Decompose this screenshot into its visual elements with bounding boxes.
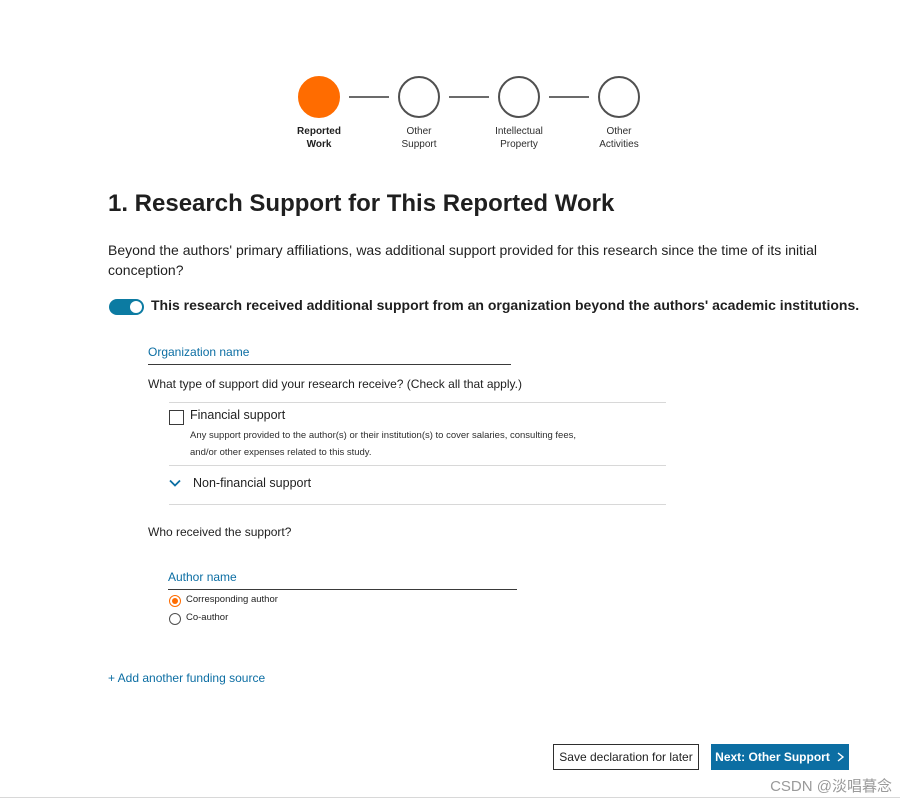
next-step-button[interactable]: Next: Other Support [711,744,849,770]
chevron-down-icon[interactable] [168,476,182,490]
corresponding-author-radio[interactable] [169,595,181,607]
author-name-underline [168,589,517,590]
chevron-right-icon [837,752,844,762]
financial-desc-line1: Any support provided to the author(s) or… [190,430,576,441]
step-2-label: Other Support [379,125,459,151]
additional-support-toggle[interactable] [109,299,144,315]
divider [169,465,666,466]
progress-stepper: Reported Work Other Support Intellectual… [0,76,900,166]
step-2-label-line2: Support [401,139,437,150]
step-4-circle[interactable] [598,76,640,118]
next-button-label: Next: Other Support [715,750,830,764]
organization-name-field[interactable]: Organization name [148,345,250,359]
save-button-label: Save declaration for later [559,750,693,764]
toggle-label: This research received additional suppor… [151,297,860,313]
add-funding-source-link[interactable]: + Add another funding source [108,671,266,685]
financial-desc-line2: and/or other expenses related to this st… [190,447,372,458]
footer-divider [0,797,900,798]
step-3-label-line2: Property [500,139,538,150]
step-3-label-line1: Intellectual [495,126,543,137]
step-connector [549,96,589,98]
step-2-label-line1: Other [406,126,432,137]
financial-support-checkbox[interactable] [169,410,184,425]
step-4-label: Other Activities [579,125,659,151]
step-1-label-line1: Reported [297,126,341,137]
step-connector [449,96,489,98]
non-financial-support-toggle[interactable]: Non-financial support [193,476,312,490]
author-name-field[interactable]: Author name [168,570,237,584]
divider [169,402,666,403]
save-declaration-button[interactable]: Save declaration for later [553,744,699,770]
co-author-label: Co-author [186,612,229,623]
step-1-circle[interactable] [298,76,340,118]
step-1-label-line2: Work [306,139,332,150]
step-3-label: Intellectual Property [479,125,559,151]
step-4-label-line1: Other [606,126,632,137]
divider [169,504,666,505]
support-type-question: What type of support did your research r… [148,377,522,391]
step-connector [349,96,389,98]
organization-name-underline [148,364,511,365]
toggle-knob [130,301,142,313]
page-title: 1. Research Support for This Reported Wo… [108,190,615,217]
co-author-radio[interactable] [169,613,181,625]
financial-support-label: Financial support [190,408,286,422]
watermark: CSDN @淡唱暮念 [770,778,892,795]
step-1-label: Reported Work [279,125,359,151]
intro-question: Beyond the authors' primary affiliations… [108,242,817,278]
step-3-circle[interactable] [498,76,540,118]
support-recipient-question: Who received the support? [148,525,292,539]
step-4-label-line2: Activities [599,139,639,150]
step-2-circle[interactable] [398,76,440,118]
corresponding-author-label: Corresponding author [186,594,278,605]
financial-support-description: Any support provided to the author(s) or… [190,427,590,461]
